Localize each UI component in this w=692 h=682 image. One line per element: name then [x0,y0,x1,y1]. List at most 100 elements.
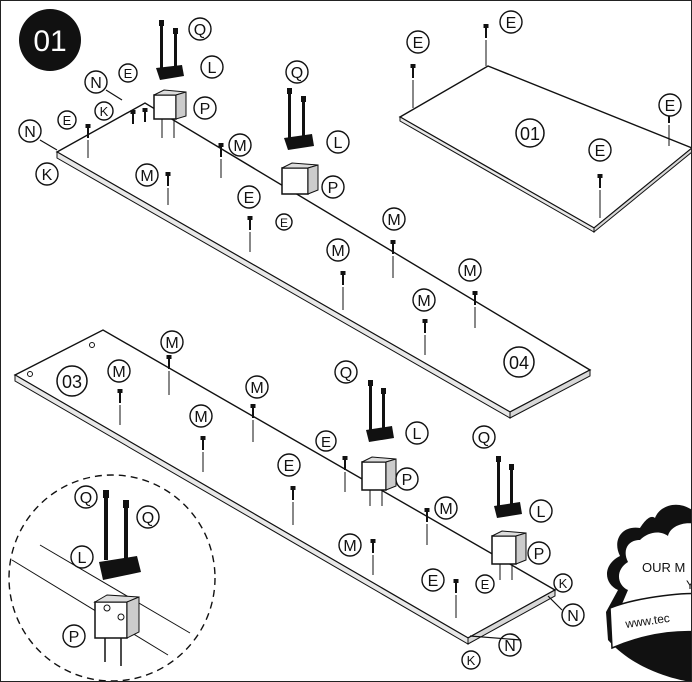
callout-e: E [315,430,337,452]
callout-e: E [475,574,495,594]
callout-k: K [94,101,114,121]
callout-k: K [553,573,573,593]
board-03 [13,329,557,645]
step-badge: 01 [19,9,81,71]
callout-p-text: P [328,180,339,197]
callout-q-text: Q [194,22,206,39]
callout-e: E [658,93,682,117]
callout-e-text: E [244,190,255,207]
callout-l-text: L [208,60,217,77]
callout-e-text: E [506,15,517,32]
callout-e: E [499,10,523,34]
callout-m: M [338,533,362,557]
callout-q-text: Q [80,490,92,507]
board-01-label: 01 [515,118,545,148]
callout-n-text: N [567,608,579,625]
board-01-label-text: 01 [520,124,540,144]
callout-m: M [458,258,482,282]
callout-l: L [405,421,429,445]
callout-p-text: P [534,546,545,563]
callout-e-text: E [63,113,72,128]
callout-m-text: M [112,364,125,381]
callout-q: Q [285,60,309,84]
callout-q: Q [136,505,160,529]
callout-m: M [189,404,213,428]
callout-m-text: M [194,409,207,426]
board-04-label-text: 04 [509,353,529,373]
callout-m-text: M [417,293,430,310]
callout-p: P [395,467,419,491]
board-04 [55,102,592,419]
callout-q: Q [334,360,358,384]
callout-n: N [561,603,585,627]
callout-m: M [135,163,159,187]
callout-p-text: P [402,472,413,489]
callout-e: E [237,185,261,209]
callout-k-text: K [42,167,53,184]
callout-m: M [245,375,269,399]
callout-n: N [498,633,522,657]
callout-p-text: P [69,629,80,646]
callout-e-text: E [428,573,439,590]
screws [84,23,673,618]
callout-q-text: Q [340,365,352,382]
callout-e: E [588,138,612,162]
callout-e: E [57,110,77,130]
watermark-line1: OUR M [642,560,685,575]
hinge-assembly-1 [153,20,187,138]
callout-k-text: K [467,653,476,668]
callout-q: Q [74,485,98,509]
callout-q-text: Q [478,430,490,447]
callout-l-text: L [413,426,422,443]
callout-l: L [529,499,553,523]
callout-m: M [160,330,184,354]
watermark-url: www.tec [623,611,670,631]
callout-n-text: N [90,75,102,92]
callout-m: M [382,207,406,231]
step-number: 01 [33,25,66,58]
callout-p: P [62,624,86,648]
callout-p: P [321,175,345,199]
callout-m: M [228,133,252,157]
callouts: Q L P N E K E N K M M Q L P E E M M M M … [18,10,682,670]
callout-l: L [200,55,224,79]
edge-markers [39,89,563,641]
hinge-assembly-4 [491,456,527,580]
callout-e: E [275,213,293,231]
callout-n-text: N [504,638,516,655]
callout-m-text: M [331,243,344,260]
callout-m-text: M [439,501,452,518]
callout-k-text: K [559,576,568,591]
callout-k: K [35,162,59,186]
callout-m-text: M [463,263,476,280]
callout-m-text: M [250,380,263,397]
callout-e-text: E [124,66,133,81]
board-01 [398,65,692,234]
callout-p: P [527,541,551,565]
callout-m: M [412,288,436,312]
callout-n: N [84,70,108,94]
callout-m: M [107,359,131,383]
hinge-assembly-2 [281,88,319,195]
callout-e-text: E [413,35,424,52]
callout-m-text: M [387,212,400,229]
callout-e: E [406,30,430,54]
callout-l: L [70,545,94,569]
callout-p-text: P [200,101,211,118]
callout-q-text: Q [291,65,303,82]
callout-q-text: Q [142,510,154,527]
callout-e-text: E [665,98,676,115]
callout-e: E [421,568,445,592]
hinge-assembly-3 [361,380,397,506]
callout-e: E [118,63,138,83]
callout-e-text: E [280,216,288,230]
callout-m: M [434,496,458,520]
board-03-label: 03 [56,365,88,397]
callout-n-text: N [24,124,36,141]
callout-q: Q [472,425,496,449]
callout-e-text: E [481,577,490,592]
callout-n: N [18,119,42,143]
callout-m-text: M [343,538,356,555]
callout-l-text: L [537,504,546,521]
